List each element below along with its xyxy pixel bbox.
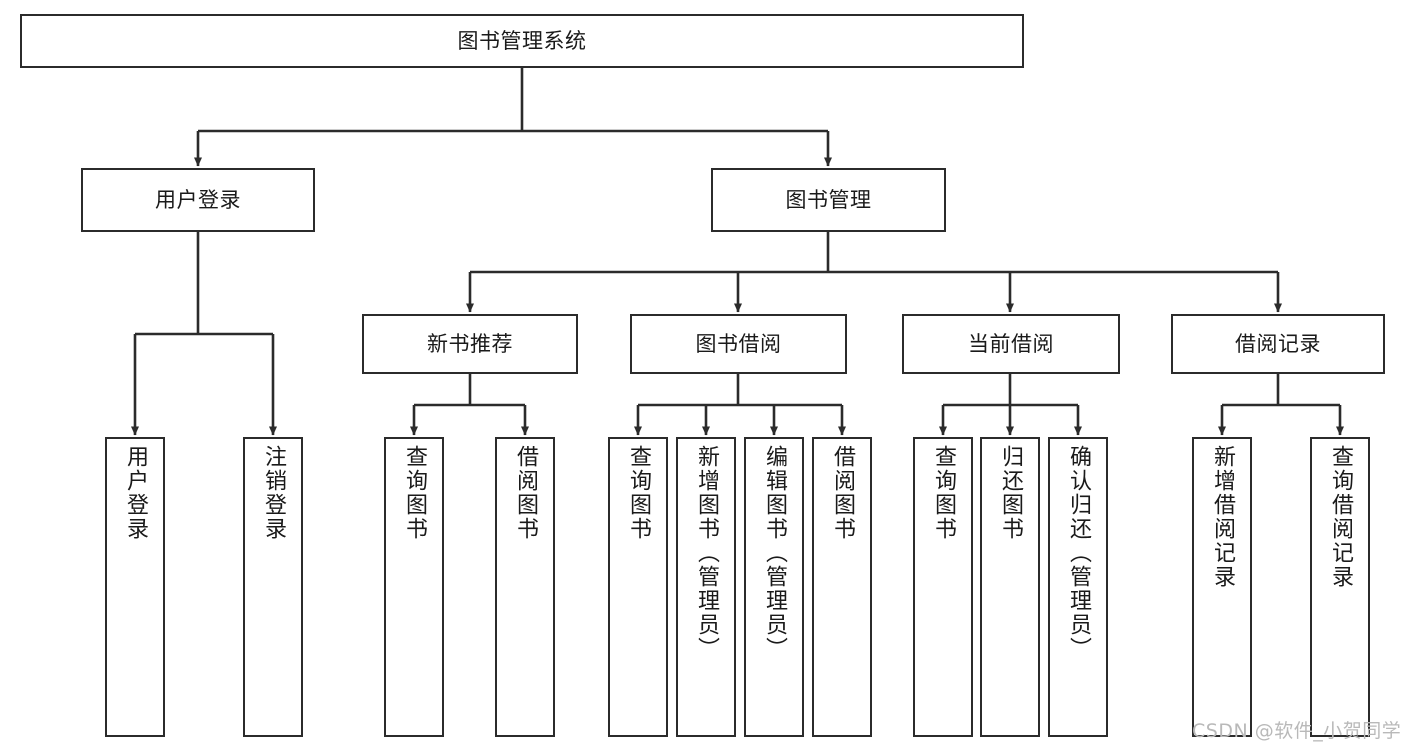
node-user-login[interactable]: 用户登录 <box>81 168 315 232</box>
node-label: 查询借阅记录 <box>1328 445 1353 589</box>
node-label: 借阅图书 <box>513 445 538 541</box>
node-book-management[interactable]: 图书管理 <box>711 168 946 232</box>
node-label: 用户登录 <box>123 445 148 541</box>
leaf-record-add-record[interactable]: 新增借阅记录 <box>1192 437 1252 737</box>
node-label: 新书推荐 <box>427 331 513 356</box>
leaf-record-query-record[interactable]: 查询借阅记录 <box>1310 437 1370 737</box>
node-label: 当前借阅 <box>968 331 1054 356</box>
node-label: 用户登录 <box>155 187 241 212</box>
node-label: 借阅图书 <box>830 445 855 541</box>
node-label: 注销登录 <box>261 445 286 541</box>
leaf-current-query-book[interactable]: 查询图书 <box>913 437 973 737</box>
csdn-watermark: CSDN @软件_小贺同学 <box>1192 720 1402 742</box>
node-book-borrow[interactable]: 图书借阅 <box>630 314 847 374</box>
node-borrow-record[interactable]: 借阅记录 <box>1171 314 1385 374</box>
node-label: 查询图书 <box>931 445 956 541</box>
node-label: 归还图书 <box>998 445 1023 541</box>
node-current-borrow[interactable]: 当前借阅 <box>902 314 1120 374</box>
node-label: 新增借阅记录 <box>1210 445 1235 589</box>
leaf-user-login-login[interactable]: 用户登录 <box>105 437 165 737</box>
leaf-borrow-edit-book-admin[interactable]: 编辑图书（管理员） <box>744 437 804 737</box>
leaf-recommend-borrow-book[interactable]: 借阅图书 <box>495 437 555 737</box>
leaf-current-confirm-return-admin[interactable]: 确认归还（管理员） <box>1048 437 1108 737</box>
node-label: 图书管理 <box>785 187 872 212</box>
node-label: 图书管理系统 <box>457 28 587 53</box>
node-label: 查询图书 <box>402 445 427 541</box>
node-label: 借阅记录 <box>1235 331 1321 356</box>
node-label: 确认归还（管理员） <box>1066 445 1091 661</box>
leaf-borrow-borrow-book[interactable]: 借阅图书 <box>812 437 872 737</box>
node-label: 图书借阅 <box>695 331 782 356</box>
leaf-borrow-add-book-admin[interactable]: 新增图书（管理员） <box>676 437 736 737</box>
node-label: 新增图书（管理员） <box>694 445 719 661</box>
leaf-recommend-query-book[interactable]: 查询图书 <box>384 437 444 737</box>
node-label: 查询图书 <box>626 445 651 541</box>
leaf-borrow-query-book[interactable]: 查询图书 <box>608 437 668 737</box>
node-root-book-management-system[interactable]: 图书管理系统 <box>20 14 1024 68</box>
leaf-user-login-logout[interactable]: 注销登录 <box>243 437 303 737</box>
node-new-book-recommend[interactable]: 新书推荐 <box>362 314 578 374</box>
leaf-current-return-book[interactable]: 归还图书 <box>980 437 1040 737</box>
node-label: 编辑图书（管理员） <box>762 445 787 661</box>
